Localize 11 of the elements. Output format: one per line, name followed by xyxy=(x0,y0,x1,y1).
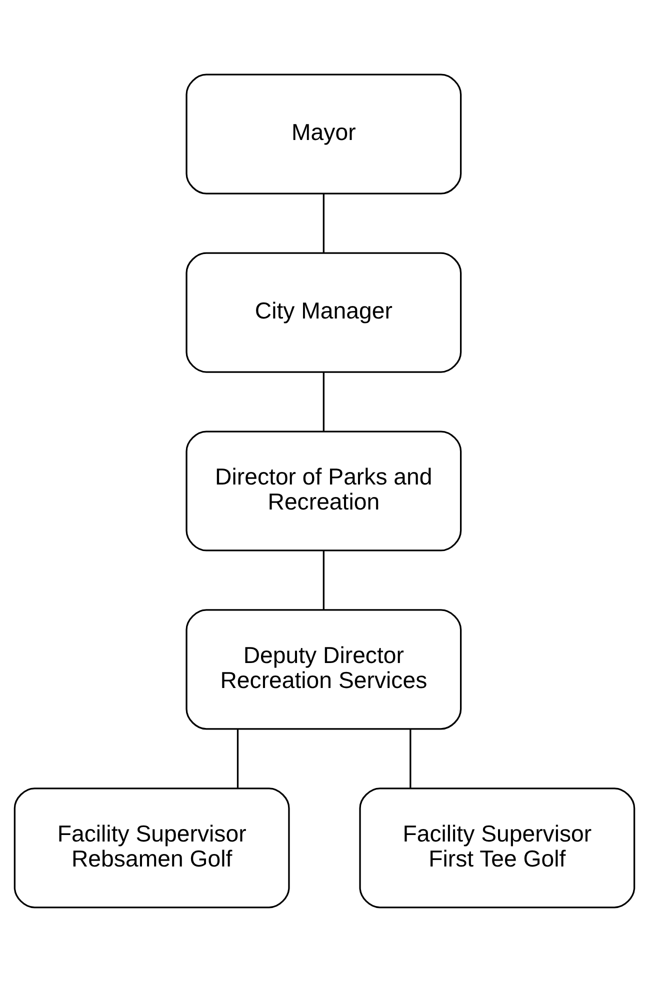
connector xyxy=(322,372,324,431)
node-box: City Manager xyxy=(186,252,462,373)
node-box: Director of Parks and Recreation xyxy=(186,430,462,552)
node-box: Facility Supervisor Rebsamen Golf xyxy=(14,788,290,908)
node-box: Mayor xyxy=(186,74,462,194)
connector xyxy=(236,729,239,788)
connector xyxy=(322,194,324,252)
node-box: Deputy Director Recreation Services xyxy=(186,609,462,730)
connector xyxy=(410,729,412,788)
node-box: Facility Supervisor First Tee Golf xyxy=(359,788,636,908)
connector xyxy=(322,550,324,610)
